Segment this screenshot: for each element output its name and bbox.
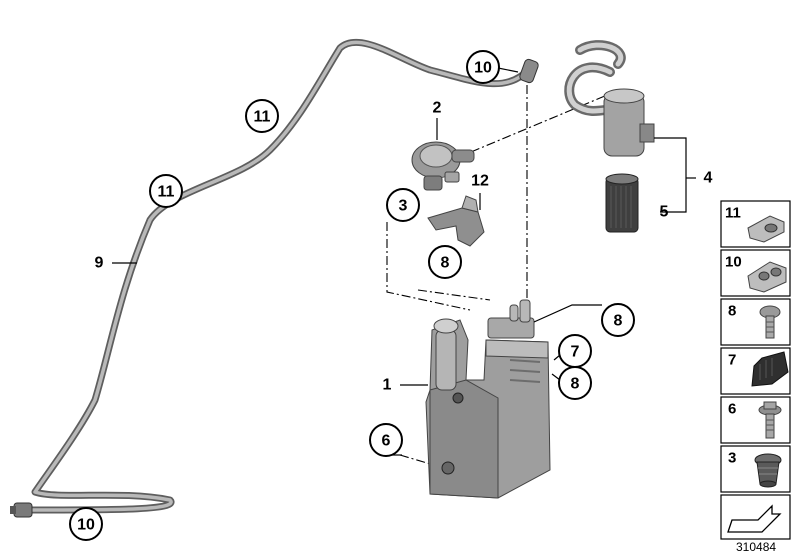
hose-clip-icon	[747, 215, 785, 243]
callout-8-side: 8	[558, 366, 592, 400]
sidebar-item-6: 6	[720, 396, 791, 444]
rubber-block-icon	[751, 351, 789, 387]
callout-8-top-right: 8	[601, 303, 635, 337]
label-4: 4	[704, 170, 713, 187]
callout-6: 6	[369, 423, 403, 457]
bracket	[427, 195, 485, 247]
sidebar-arrow	[720, 494, 791, 540]
parts-sidebar: 11 10 8	[720, 200, 791, 540]
svg-text:8: 8	[728, 303, 736, 320]
callout-11-lower: 11	[149, 174, 183, 208]
sidebar-item-3: 3	[720, 445, 791, 493]
document-number: 310484	[736, 540, 777, 554]
svg-text:7: 7	[728, 352, 736, 369]
svg-text:6: 6	[728, 401, 736, 418]
label-9: 9	[95, 255, 104, 272]
callout-10-bottom: 10	[69, 507, 103, 541]
sidebar-item-7: 7	[720, 347, 791, 395]
forward-arrow-icon	[727, 504, 782, 533]
svg-text:8: 8	[441, 255, 450, 272]
svg-text:11: 11	[254, 109, 271, 126]
double-clip-icon	[747, 261, 787, 293]
filter-housing	[564, 40, 655, 157]
flange-bolt-icon	[758, 401, 782, 439]
bolt-icon	[759, 305, 781, 339]
sidebar-item-11: 11	[720, 200, 791, 248]
grommet-icon	[754, 453, 782, 488]
callout-3: 3	[386, 188, 420, 222]
callout-10-top: 10	[466, 50, 500, 84]
svg-text:8: 8	[614, 313, 623, 330]
label-12: 12	[471, 173, 489, 190]
svg-text:7: 7	[571, 344, 580, 361]
svg-text:6: 6	[382, 433, 391, 450]
sidebar-item-8: 8	[720, 298, 791, 346]
label-1: 1	[383, 377, 392, 394]
svg-text:11: 11	[725, 205, 741, 222]
callout-7: 7	[558, 334, 592, 368]
sidebar-item-10: 10	[720, 249, 791, 297]
svg-text:8: 8	[571, 376, 580, 393]
label-2: 2	[433, 100, 442, 117]
vapour-hose	[10, 39, 539, 518]
svg-text:10: 10	[474, 60, 492, 77]
callout-11-upper: 11	[245, 99, 279, 133]
svg-text:10: 10	[725, 254, 742, 271]
carbon-canister	[425, 299, 551, 499]
svg-text:10: 10	[77, 517, 95, 534]
callout-8-bracket: 8	[428, 245, 462, 279]
svg-text:3: 3	[728, 450, 736, 467]
svg-text:11: 11	[158, 184, 175, 201]
purge-valve	[411, 141, 475, 191]
label-5: 5	[660, 204, 669, 221]
filter-element	[605, 173, 639, 233]
svg-text:3: 3	[399, 198, 408, 215]
